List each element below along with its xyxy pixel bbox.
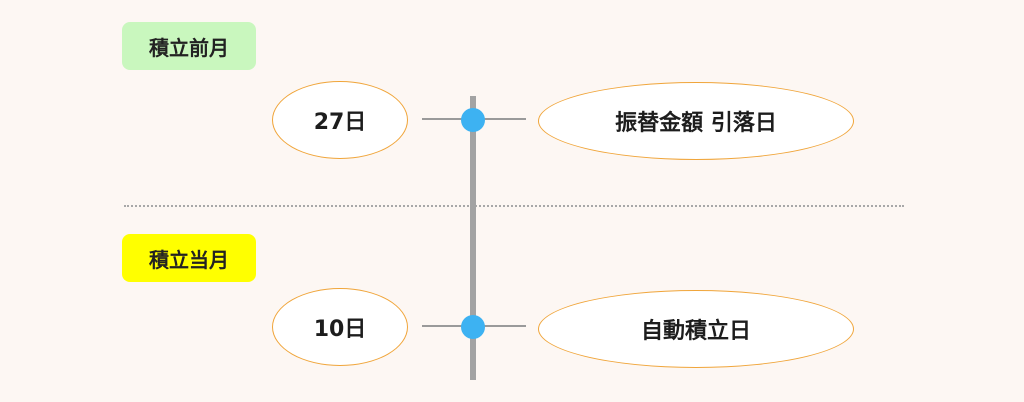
event-ellipse-row-1: 振替金額 引落日	[538, 82, 854, 160]
day-text-row-1: 27日	[313, 110, 367, 135]
timeline-axis	[470, 96, 476, 380]
month-divider	[124, 205, 904, 207]
event-ellipse-row-2: 自動積立日	[538, 290, 854, 368]
day-text-row-2: 10日	[313, 317, 367, 342]
section-label-current-month: 積立当月	[122, 234, 256, 282]
day-ellipse-row-1: 27日	[272, 81, 408, 159]
section-label-prev-month: 積立前月	[122, 22, 256, 70]
timeline-marker-row-1	[461, 108, 485, 132]
day-ellipse-row-2: 10日	[272, 288, 408, 366]
event-text-row-2: 自動積立日	[640, 319, 751, 344]
event-text-row-1: 振替金額 引落日	[615, 111, 777, 136]
timeline-marker-row-2	[461, 315, 485, 339]
